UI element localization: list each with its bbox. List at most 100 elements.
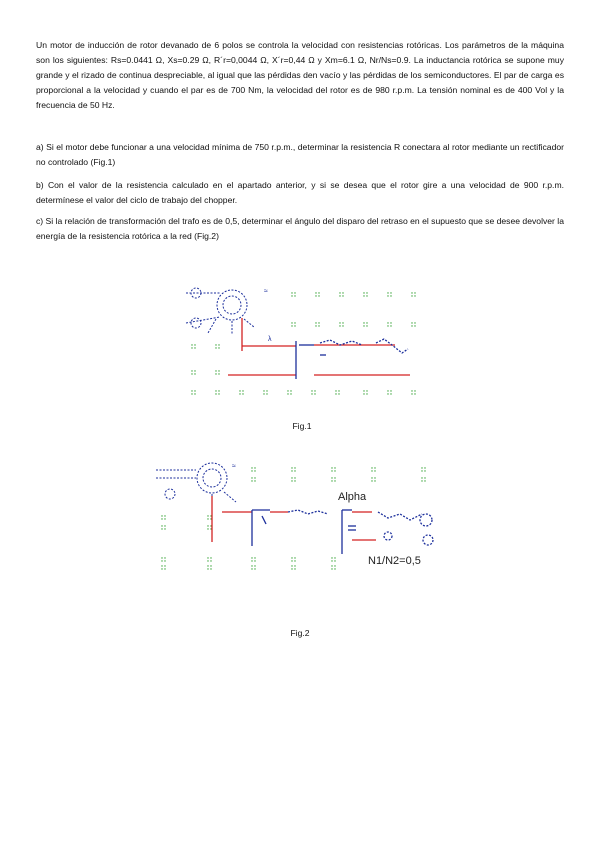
grid-dot bbox=[194, 393, 196, 395]
grid-dot bbox=[387, 295, 389, 297]
grid-dot bbox=[263, 393, 265, 395]
grid-dot bbox=[291, 292, 293, 294]
grid-dot bbox=[191, 344, 193, 346]
grid-dot bbox=[291, 295, 293, 297]
grid-dot bbox=[194, 390, 196, 392]
grid-dot bbox=[207, 518, 209, 520]
grid-dot bbox=[207, 525, 209, 527]
grid-dot bbox=[161, 557, 163, 559]
grid-dot bbox=[366, 292, 368, 294]
grid-dot bbox=[338, 390, 340, 392]
grid-dot bbox=[363, 393, 365, 395]
grid-dot bbox=[334, 565, 336, 567]
grid-dot bbox=[318, 292, 320, 294]
grid-dot bbox=[424, 477, 426, 479]
grid-dot bbox=[242, 393, 244, 395]
grid-dot bbox=[164, 515, 166, 517]
grid-dot bbox=[210, 565, 212, 567]
problem-statement: Un motor de inducción de rotor devanado … bbox=[36, 40, 564, 110]
grid-dot bbox=[421, 470, 423, 472]
grid-dot bbox=[414, 325, 416, 327]
grid-dot bbox=[210, 557, 212, 559]
grid-dot bbox=[363, 295, 365, 297]
grid-dot bbox=[339, 325, 341, 327]
grid-dot bbox=[215, 373, 217, 375]
grid-dot bbox=[215, 370, 217, 372]
grid-dot bbox=[374, 467, 376, 469]
grid-dot bbox=[371, 467, 373, 469]
grid-dot bbox=[251, 470, 253, 472]
grid-dot bbox=[291, 467, 293, 469]
grid-dot bbox=[215, 344, 217, 346]
grid-dot bbox=[311, 390, 313, 392]
grid-dot bbox=[291, 322, 293, 324]
grid-dot bbox=[390, 295, 392, 297]
grid-dot bbox=[294, 322, 296, 324]
grid-dot bbox=[291, 477, 293, 479]
grid-dot bbox=[194, 373, 196, 375]
grid-dot bbox=[334, 557, 336, 559]
grid-dot bbox=[194, 370, 196, 372]
grid-dot bbox=[314, 393, 316, 395]
grid-dot bbox=[366, 390, 368, 392]
grid-dot bbox=[318, 295, 320, 297]
grid-dot bbox=[161, 518, 163, 520]
grid-dot bbox=[334, 470, 336, 472]
grid-dot bbox=[363, 390, 365, 392]
grid-dot bbox=[342, 322, 344, 324]
grid-dot bbox=[334, 467, 336, 469]
grid-dot bbox=[294, 568, 296, 570]
grid-dot bbox=[254, 477, 256, 479]
grid-dot bbox=[421, 477, 423, 479]
grid-dot bbox=[366, 295, 368, 297]
grid-dot bbox=[239, 390, 241, 392]
grid-dot bbox=[374, 480, 376, 482]
grid-dot bbox=[294, 557, 296, 559]
grid-dot bbox=[218, 373, 220, 375]
grid-dot bbox=[239, 393, 241, 395]
grid-dot bbox=[342, 295, 344, 297]
grid-dot bbox=[294, 325, 296, 327]
grid-dot bbox=[266, 393, 268, 395]
grid-dot bbox=[251, 568, 253, 570]
grid-dot bbox=[164, 557, 166, 559]
grid-dot bbox=[414, 322, 416, 324]
grid-dot bbox=[414, 390, 416, 392]
grid-dot bbox=[411, 295, 413, 297]
grid-dot bbox=[164, 525, 166, 527]
grid-dot bbox=[266, 390, 268, 392]
figure-1-caption: Fig.1 bbox=[292, 421, 312, 431]
grid-dot bbox=[342, 325, 344, 327]
grid-dot bbox=[210, 560, 212, 562]
grid-dot bbox=[363, 325, 365, 327]
grid-dot bbox=[390, 322, 392, 324]
grid-dot bbox=[161, 568, 163, 570]
grid-dot bbox=[414, 292, 416, 294]
grid-dot bbox=[287, 390, 289, 392]
svg-text:≈: ≈ bbox=[232, 463, 236, 470]
question-a: a) Si el motor debe funcionar a una velo… bbox=[36, 142, 564, 167]
grid-dot bbox=[374, 477, 376, 479]
grid-dot bbox=[411, 393, 413, 395]
question-c: c) Si la relación de transformación del … bbox=[36, 216, 564, 241]
alpha-label: Alpha bbox=[338, 491, 367, 503]
grid-dot bbox=[251, 557, 253, 559]
grid-dot bbox=[194, 347, 196, 349]
grid-dot bbox=[215, 393, 217, 395]
grid-dot bbox=[311, 393, 313, 395]
grid-dot bbox=[291, 325, 293, 327]
grid-dot bbox=[251, 477, 253, 479]
grid-dot bbox=[164, 560, 166, 562]
grid-dot bbox=[421, 467, 423, 469]
grid-dot bbox=[290, 390, 292, 392]
grid-dot bbox=[164, 518, 166, 520]
grid-dot bbox=[421, 480, 423, 482]
grid-dot bbox=[363, 322, 365, 324]
motor-symbol-fig2 bbox=[156, 462, 237, 508]
grid-dot bbox=[294, 480, 296, 482]
grid-dot bbox=[191, 393, 193, 395]
grid-dot bbox=[387, 325, 389, 327]
grid-dot bbox=[390, 390, 392, 392]
grid-dot bbox=[331, 477, 333, 479]
motor-symbol bbox=[185, 287, 255, 335]
